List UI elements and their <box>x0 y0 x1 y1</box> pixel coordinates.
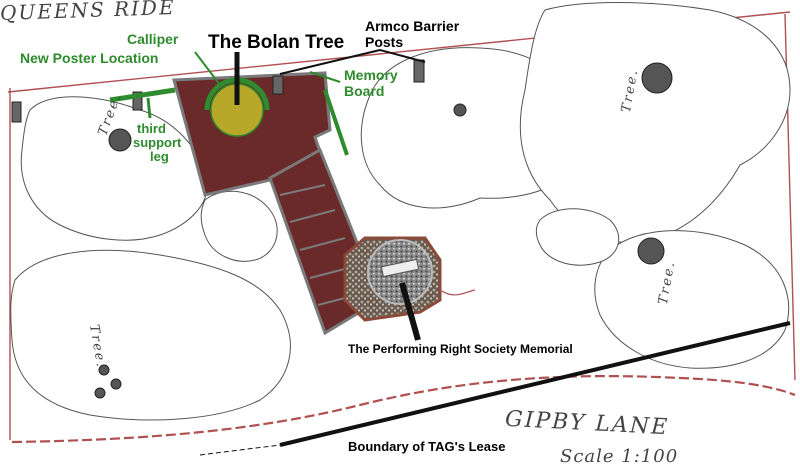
boundary-pointer <box>279 321 791 447</box>
armco-post-4 <box>11 101 22 123</box>
memorial-plaque <box>380 258 420 278</box>
scale-label: Scale 1:100 <box>560 446 679 467</box>
third-support-leg-marker <box>146 97 152 119</box>
third-support-leg-label-line3: leg <box>150 149 169 164</box>
armco-post-3 <box>132 91 143 111</box>
green-markers <box>109 71 349 156</box>
trunk-north-center <box>453 103 467 117</box>
prs-memorial-label: The Performing Right Society Memorial <box>348 342 573 356</box>
armco-pointer-1 <box>279 49 381 75</box>
memory-board-label-line1: Memory <box>344 67 398 83</box>
tree-trunks <box>94 62 673 399</box>
armco-post-1 <box>272 75 284 95</box>
armco-posts <box>11 49 426 123</box>
boundary-label: Boundary of TAG's Lease <box>348 439 506 454</box>
bolan-tree <box>194 51 270 137</box>
path-spur <box>439 289 476 296</box>
armco-barrier-label-line1: Armco Barrier <box>365 18 460 34</box>
trunk-east <box>637 237 665 265</box>
lease-boundary-line <box>11 375 796 444</box>
third-support-leg-label-line2: support <box>133 135 182 150</box>
step-lines <box>279 184 369 306</box>
new-poster-marker <box>109 87 176 103</box>
armco-barrier-label-line2: Posts <box>365 34 404 50</box>
memory-board-label-line2: Board <box>344 83 385 99</box>
tree-canopies <box>10 2 791 421</box>
memory-board-pointer <box>309 71 341 83</box>
trunk-southwest-b <box>110 378 122 390</box>
boundary-pointer-lead <box>199 444 281 456</box>
calliper-pointer <box>194 51 221 86</box>
trunk-west <box>108 128 132 152</box>
black-pointers <box>199 282 791 456</box>
bolan-tree-title: The Bolan Tree <box>208 32 345 53</box>
trunk-southwest-c <box>94 387 106 399</box>
new-poster-location-label: New Poster Location <box>20 50 159 66</box>
calliper-label: Calliper <box>127 31 179 47</box>
trunk-northeast <box>641 62 673 94</box>
street-label-queens-ride: QUEENS RIDE <box>0 0 176 26</box>
trunk-southwest-a <box>98 364 110 376</box>
memorial-pointer <box>399 282 421 341</box>
canopy-northeast <box>519 2 791 244</box>
armco-pointer-2 <box>379 49 426 63</box>
third-support-leg-label-line1: third <box>137 121 166 136</box>
memory-board-marker <box>323 89 349 156</box>
armco-post-2 <box>413 59 425 83</box>
canopy-small-east <box>535 208 620 266</box>
canopy-small-center <box>200 190 278 262</box>
canopy-southwest <box>10 249 291 421</box>
prs-memorial <box>367 239 433 305</box>
